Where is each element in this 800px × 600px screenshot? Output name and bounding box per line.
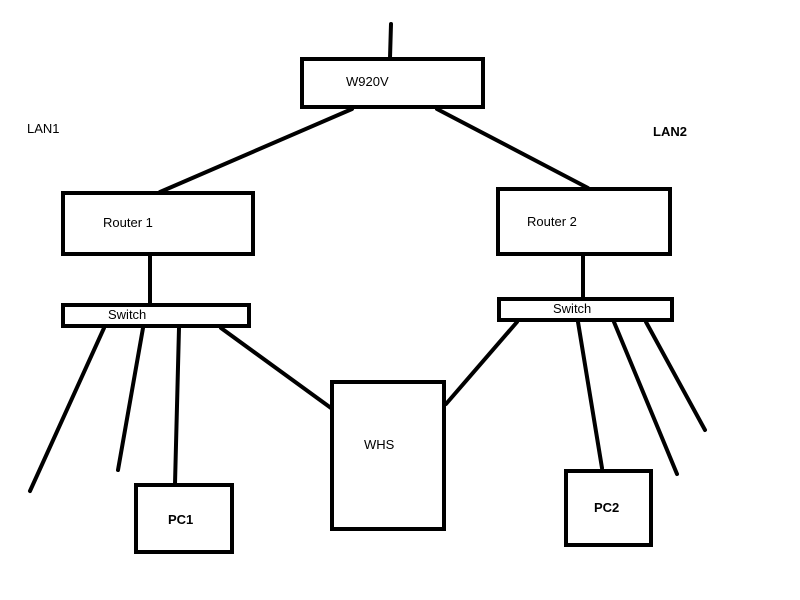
lan2-label: LAN2 <box>653 124 687 139</box>
modem-router1-link <box>158 107 354 194</box>
switch1-drop-2 <box>116 326 145 472</box>
router2-label: Router 2 <box>527 214 577 229</box>
pc1-box <box>134 483 234 554</box>
switch2-label: Switch <box>553 301 591 316</box>
modem-router2-link <box>435 107 590 190</box>
lan1-label: LAN1 <box>27 121 60 136</box>
router1-box <box>61 191 255 256</box>
uplink-line <box>388 22 393 60</box>
switch1-drop-1 <box>28 326 106 493</box>
switch1-pc1-link <box>173 326 181 486</box>
modem-label: W920V <box>346 74 389 89</box>
modem-box <box>300 57 485 109</box>
switch2-box <box>497 297 674 322</box>
switch2-pc2-link <box>576 320 604 470</box>
pc1-label: PC1 <box>168 512 193 527</box>
whs-box <box>330 380 446 531</box>
switch1-whs-link <box>219 326 333 410</box>
switch2-drop-1 <box>612 320 679 476</box>
switch1-box <box>61 303 251 328</box>
switch1-label: Switch <box>108 307 146 322</box>
switch2-whs-link <box>444 320 519 406</box>
router2-box <box>496 187 672 256</box>
pc2-box <box>564 469 653 547</box>
pc2-label: PC2 <box>594 500 619 515</box>
switch2-drop-2 <box>644 320 707 432</box>
router1-label: Router 1 <box>103 215 153 230</box>
whs-label: WHS <box>364 437 395 452</box>
